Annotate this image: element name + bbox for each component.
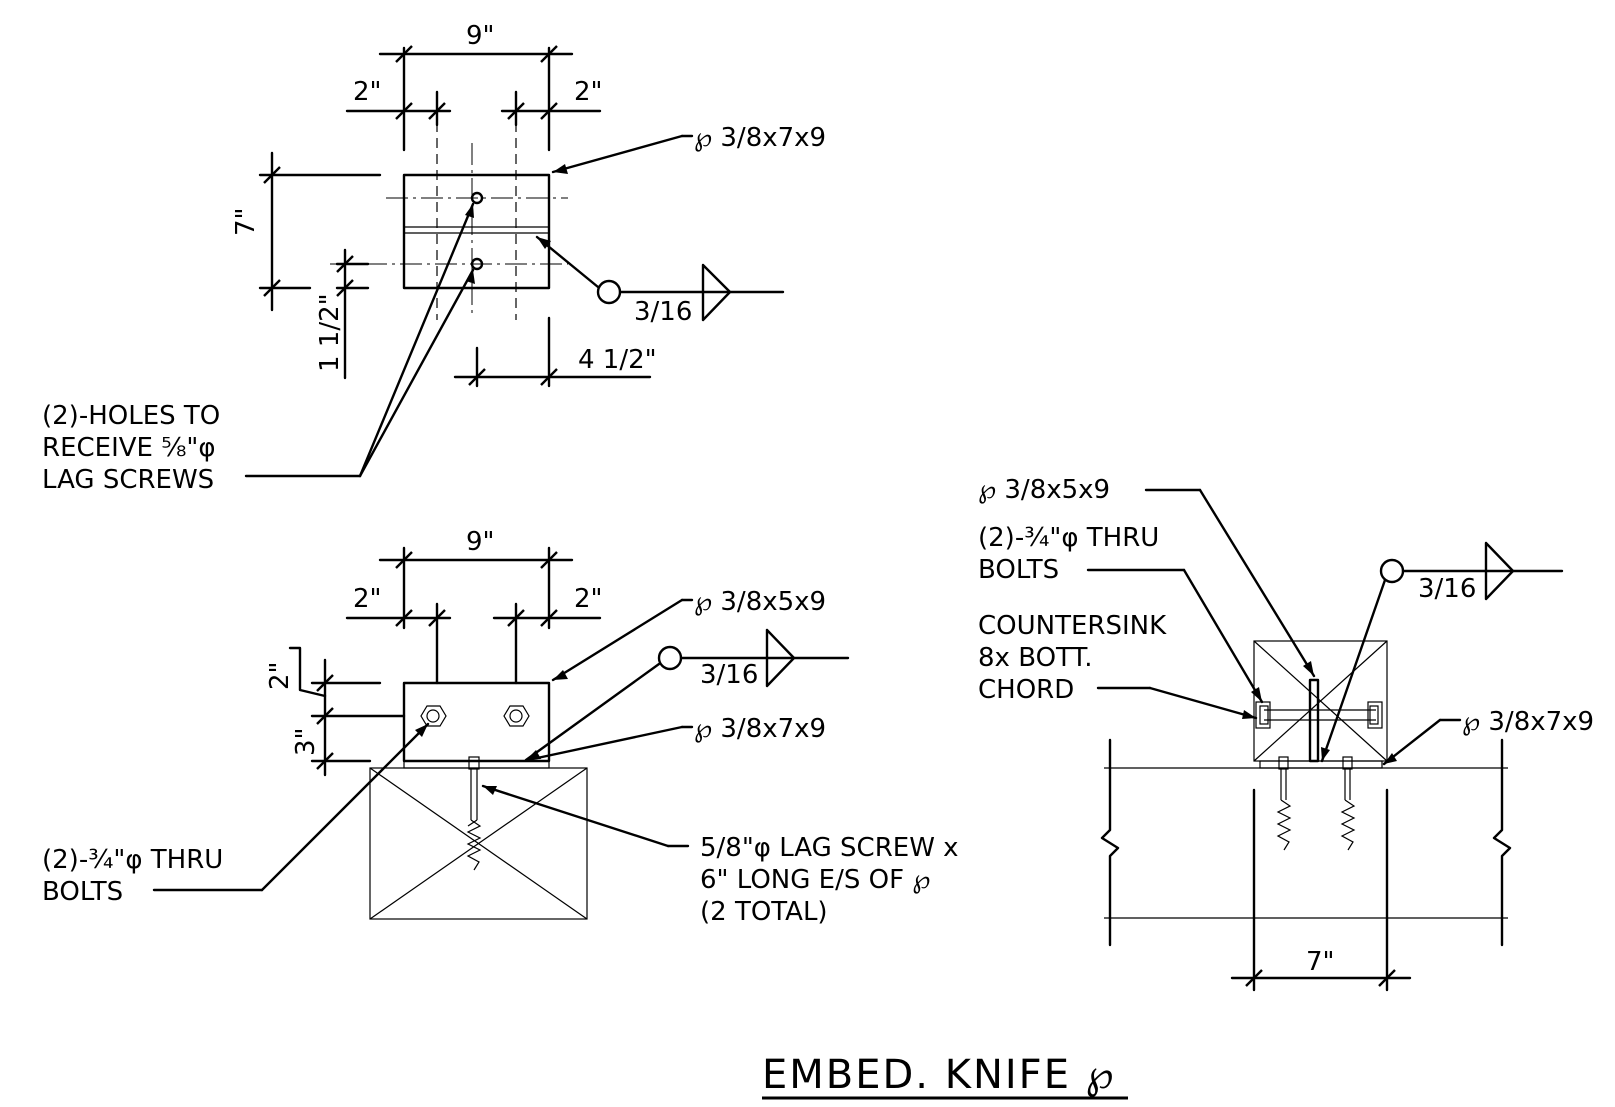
side-elevation-view: 9" 2" 2" 2" 3" ℘ 3/8x5x9 3/16	[42, 527, 959, 927]
end-base-plate-callout: ℘ 3/8x7x9	[1462, 707, 1594, 737]
top-plate-outline	[402, 173, 551, 290]
top-lag-hole-lower	[470, 257, 484, 271]
top-dim-9: 9"	[466, 21, 495, 51]
title-text: EMBED. KNIFE ℘	[762, 1052, 1116, 1098]
top-plate-callout: ℘ 3/8x7x9	[694, 123, 826, 153]
side-dim-3-bottom: 3"	[291, 727, 321, 756]
end-knife-plate-callout: ℘ 3/8x5x9	[978, 475, 1110, 505]
side-bolt-left	[420, 705, 447, 727]
side-knife-plate	[402, 681, 551, 763]
lag-note-line-2: 6" LONG E/S OF ℘	[700, 865, 930, 895]
top-dim-7: 7"	[231, 207, 261, 236]
top-plan-view: 9" 2" 2" 7" 1 1/2" 4 1/2"	[42, 21, 826, 495]
top-weld-size: 3/16	[634, 297, 692, 327]
holes-note-line-1: (2)-HOLES TO	[42, 401, 220, 431]
end-base-plate	[1259, 760, 1383, 769]
end-dim-7: 7"	[1306, 947, 1335, 977]
holes-note-line-2: RECEIVE ⅝"φ	[42, 433, 216, 463]
side-base-plate-callout: ℘ 3/8x7x9	[694, 714, 826, 744]
side-weld-size: 3/16	[700, 660, 758, 690]
countersink-note-line-1: COUNTERSINK	[978, 611, 1167, 641]
top-dim-2-left: 2"	[353, 77, 382, 107]
top-lag-hole-upper	[470, 191, 484, 205]
side-bolt-right	[503, 705, 530, 727]
end-bolts-note-line-2: BOLTS	[978, 555, 1059, 585]
countersink-note-line-2: 8x BOTT.	[978, 643, 1093, 673]
side-base-plate	[403, 760, 550, 769]
side-bolts-note-line-1: (2)-¾"φ THRU	[42, 845, 223, 875]
side-bolts-note-line-2: BOLTS	[42, 877, 123, 907]
side-dim-9: 9"	[466, 527, 495, 557]
top-dim-1-1-2: 1 1/2"	[315, 293, 345, 372]
holes-note-line-3: LAG SCREWS	[42, 465, 214, 495]
top-dim-4-1-2: 4 1/2"	[578, 345, 657, 375]
top-dim-2-right: 2"	[574, 77, 603, 107]
side-dim-2-left: 2"	[353, 584, 382, 614]
side-dim-2-top: 2"	[265, 661, 295, 690]
end-section-view: 7" ℘ 3/8x5x9 (2)-¾"φ THRU BOLTS COUNTERS…	[978, 475, 1594, 992]
end-weld-size: 3/16	[1418, 574, 1476, 604]
drawing-title: EMBED. KNIFE ℘	[762, 1052, 1128, 1100]
lag-note-line-3: (2 TOTAL)	[700, 897, 828, 927]
side-knife-plate-callout: ℘ 3/8x5x9	[694, 587, 826, 617]
lag-note-line-1: 5/8"φ LAG SCREW x	[700, 833, 959, 863]
countersink-note-line-3: CHORD	[978, 675, 1074, 705]
side-dim-2-right: 2"	[574, 584, 603, 614]
end-bolts-note-line-1: (2)-¾"φ THRU	[978, 523, 1159, 553]
